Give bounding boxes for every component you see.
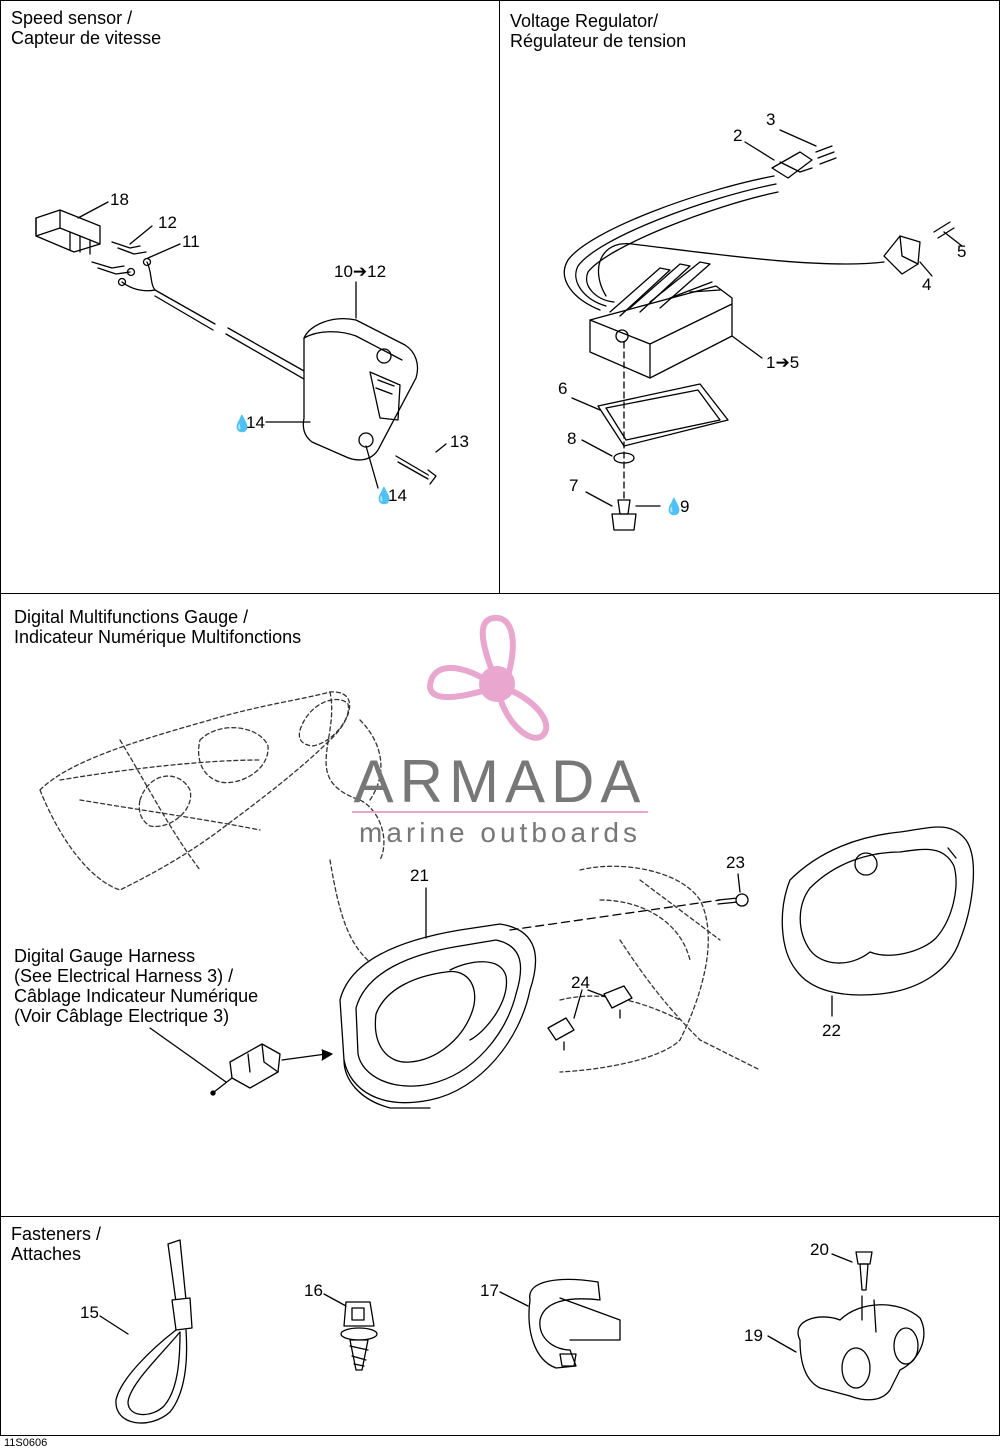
propeller-logo-icon bbox=[426, 614, 550, 741]
callout-5: 5 bbox=[957, 242, 966, 261]
callout-7: 7 bbox=[569, 476, 578, 495]
callout-22: 22 bbox=[822, 1021, 841, 1040]
watermark-brand: ARMADA bbox=[354, 748, 647, 815]
drop-icon: 💧 bbox=[664, 497, 684, 516]
callout-3: 3 bbox=[766, 110, 775, 129]
callout-14a: 14 bbox=[246, 413, 265, 432]
callout-13: 13 bbox=[450, 432, 469, 451]
callout-15: 15 bbox=[80, 1303, 99, 1322]
callout-6: 6 bbox=[558, 379, 567, 398]
callout-12: 12 bbox=[158, 213, 177, 232]
speed-sensor-drawing bbox=[35, 201, 447, 489]
callout-20: 20 bbox=[810, 1240, 829, 1259]
callout-9: 9 bbox=[680, 497, 689, 516]
callout-1-5: 1➔5 bbox=[766, 353, 799, 372]
gauge-harness-label: Digital Gauge Harness (See Electrical Ha… bbox=[14, 946, 259, 1026]
voltage-regulator-drawing bbox=[563, 129, 963, 531]
callout-17: 17 bbox=[480, 1281, 499, 1300]
watermark-tagline: marine outboards bbox=[359, 817, 641, 848]
callout-2: 2 bbox=[733, 126, 742, 145]
callout-4: 4 bbox=[922, 275, 931, 294]
drop-icon: 💧 bbox=[374, 486, 394, 505]
callout-21: 21 bbox=[410, 866, 429, 885]
digital-gauge-title: Digital Multifunctions Gauge / Indicateu… bbox=[14, 607, 302, 647]
figure-code: 11S0606 bbox=[4, 1437, 48, 1449]
callout-14b: 14 bbox=[388, 486, 407, 505]
callout-18: 18 bbox=[110, 190, 129, 209]
propeller-hub-icon bbox=[479, 666, 515, 702]
voltage-regulator-title: Voltage Regulator/ Régulateur de tension bbox=[510, 11, 687, 51]
callout-8: 8 bbox=[567, 429, 576, 448]
armada-watermark: ARMADA marine outboards bbox=[352, 614, 648, 848]
callout-24: 24 bbox=[571, 973, 590, 992]
fasteners-drawing bbox=[99, 1239, 925, 1424]
callouts: 18 12 11 10➔12 💧 14 13 💧 14 3 2 5 4 1➔5 … bbox=[80, 110, 966, 1345]
callout-19: 19 bbox=[744, 1326, 763, 1345]
callout-10-12: 10➔12 bbox=[334, 262, 386, 281]
digital-gauge-drawing bbox=[39, 691, 975, 1109]
fasteners-title: Fasteners / Attaches bbox=[11, 1224, 102, 1264]
callout-23: 23 bbox=[726, 853, 745, 872]
callout-16: 16 bbox=[304, 1281, 323, 1300]
speed-sensor-title: Speed sensor / Capteur de vitesse bbox=[11, 8, 162, 48]
drop-icon: 💧 bbox=[232, 414, 252, 433]
callout-11: 11 bbox=[182, 232, 200, 251]
